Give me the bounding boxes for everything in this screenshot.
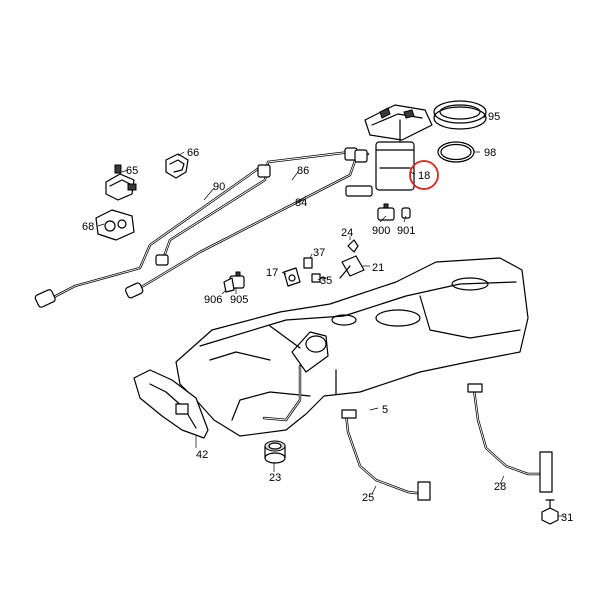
fuel-line-90[interactable] [46,164,264,302]
label-17: 17 [266,267,278,279]
clip-24[interactable] [347,239,359,253]
label-900: 900 [372,225,390,237]
label-86: 86 [297,165,309,177]
label-42: 42 [196,449,208,461]
screw-35[interactable] [311,273,327,283]
screw-37[interactable] [303,257,313,269]
clip-68[interactable] [95,209,135,241]
label-906: 906 [204,294,222,306]
fuel-line-86[interactable] [160,150,352,264]
strap-28[interactable] [467,383,553,493]
clip-906[interactable] [223,277,235,293]
label-95: 95 [488,111,500,123]
clip-65[interactable] [105,164,137,201]
label-23: 23 [269,472,281,484]
label-24: 24 [341,227,353,239]
label-28: 28 [494,481,506,493]
label-25: 25 [362,492,374,504]
seal-ring-98[interactable] [437,141,475,163]
bolt-31[interactable] [541,499,559,525]
grommet-23[interactable] [264,440,286,464]
strap-25[interactable] [341,409,431,501]
line-connector-left [34,282,144,308]
label-905: 905 [230,294,248,306]
label-84: 84 [295,197,307,209]
leader-lines [97,113,564,517]
label-66: 66 [187,147,199,159]
sensor-900[interactable] [377,203,395,221]
line-clip-mid [155,147,368,266]
clip-66[interactable] [165,153,189,179]
locking-ring-95[interactable] [433,100,487,130]
label-90: 90 [213,181,225,193]
highlight-circle-18 [409,160,439,190]
sender-21[interactable] [339,255,365,279]
label-31: 31 [561,512,573,524]
label-37: 37 [313,247,325,259]
label-35: 35 [320,275,332,287]
bracket-17[interactable] [283,267,301,287]
heat-shield-42[interactable] [133,369,209,439]
label-18: 18 [418,170,430,182]
label-65: 65 [126,165,138,177]
clip-901[interactable] [401,207,411,219]
label-901: 901 [397,225,415,237]
label-5: 5 [382,404,388,416]
label-98: 98 [484,147,496,159]
label-68: 68 [82,221,94,233]
label-21: 21 [372,262,384,274]
fuel-tank-5[interactable] [175,257,529,437]
